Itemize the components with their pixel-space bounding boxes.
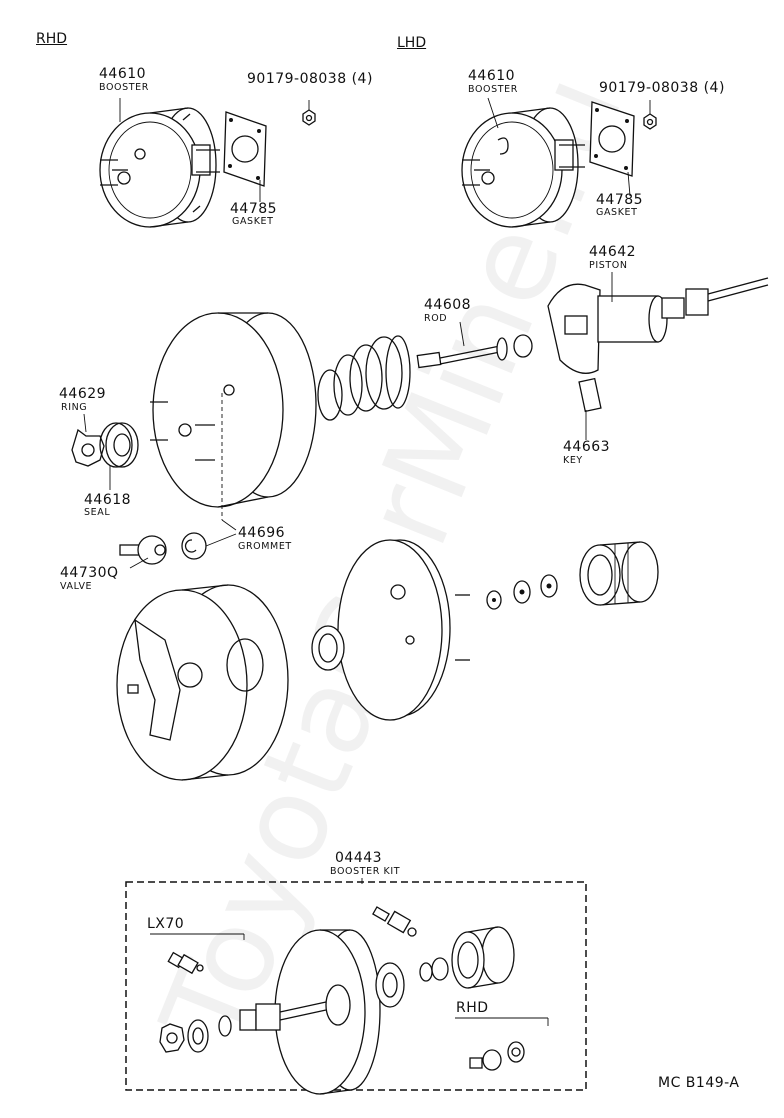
figure-code: MC B149-A (658, 1075, 740, 1091)
key (578, 377, 602, 413)
nut-lhd-number: 90179-08038 (4) (599, 80, 725, 96)
piston-name: PISTON (589, 260, 628, 271)
gasket-lhd-name: GASKET (596, 207, 638, 218)
booster-kit-name: BOOSTER KIT (330, 866, 401, 877)
gasket-lhd (589, 101, 635, 177)
booster-kit-frame (125, 881, 587, 1091)
kit-rhd-label: RHD (456, 1000, 489, 1016)
booster-lhd-number: 44610 (468, 68, 516, 84)
booster-rhd-number: 44610 (99, 66, 147, 82)
grommet (181, 532, 207, 560)
gasket-rhd-name: GASKET (232, 216, 274, 227)
piston-number: 44642 (589, 244, 637, 260)
booster-rhd (99, 107, 220, 228)
gasket-lhd-number: 44785 (596, 192, 644, 208)
nut-lhd (643, 113, 657, 130)
booster-kit-number: 04443 (335, 850, 383, 866)
diaphragm-plate (337, 539, 470, 721)
kit-booster (274, 929, 381, 1095)
valve-name: VALVE (60, 581, 93, 592)
seal-name: SEAL (84, 507, 111, 518)
piston (547, 277, 769, 374)
ring-number: 44629 (59, 386, 107, 402)
kit-seals (375, 926, 515, 1008)
rear-shell (150, 312, 317, 520)
valve (119, 535, 167, 565)
gasket-rhd-number: 44785 (230, 201, 278, 217)
lhd-header: LHD (397, 35, 427, 51)
ring (71, 428, 105, 467)
spring (317, 335, 411, 421)
seal-number: 44618 (84, 492, 132, 508)
nut-rhd (302, 109, 316, 126)
kit-lx70-label: LX70 (147, 916, 185, 932)
kit-rhd-valve (469, 1041, 525, 1071)
nut-rhd-number: 90179-08038 (4) (247, 71, 373, 87)
kit-ring-seal (159, 1015, 232, 1053)
rod-number: 44608 (424, 297, 472, 313)
kit-lx70-valve (167, 951, 204, 975)
ring-name: RING (61, 402, 88, 413)
valve-number: 44730Q (60, 565, 119, 581)
cup-seal (579, 541, 659, 606)
seal (99, 422, 139, 468)
booster-rhd-name: BOOSTER (99, 82, 149, 93)
reaction-seal (311, 625, 345, 671)
rod (416, 334, 533, 369)
kit-check-valve (372, 906, 417, 937)
washers (486, 574, 558, 610)
front-shell (116, 584, 289, 781)
rhd-header: RHD (36, 31, 68, 47)
grommet-number: 44696 (238, 525, 286, 541)
kit-rod (239, 1001, 327, 1031)
booster-lhd (461, 107, 585, 228)
key-name: KEY (563, 455, 583, 466)
grommet-name: GROMMET (238, 541, 292, 552)
rod-name: ROD (424, 313, 448, 324)
booster-lhd-name: BOOSTER (468, 84, 518, 95)
gasket-rhd (223, 111, 267, 187)
key-number: 44663 (563, 439, 611, 455)
